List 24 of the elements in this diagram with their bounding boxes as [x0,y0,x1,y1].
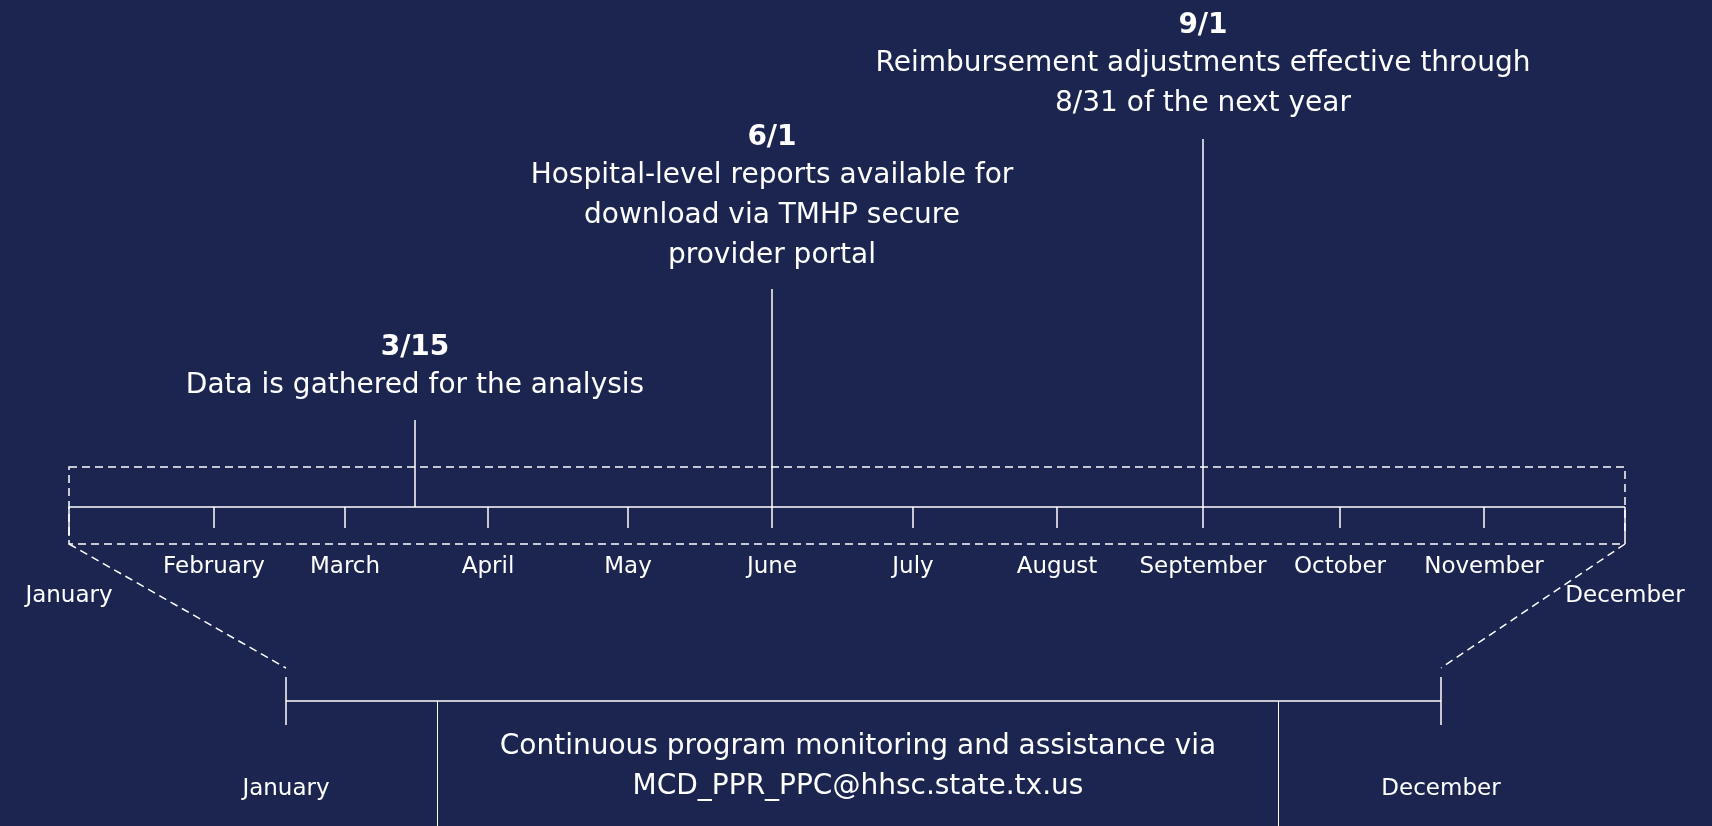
leader-line [414,419,416,508]
leader-line [1202,138,1204,508]
month-label: January [242,773,330,801]
event-description: Data is gathered for the analysis [185,366,645,402]
month-label: February [163,551,265,579]
month-label: August [1016,551,1098,579]
month-label: May [604,551,652,579]
month-label: June [746,551,798,579]
event-description: Hospital-level reports available for download via TMHP secure provider portal [529,156,1015,272]
month-label: April [461,551,515,579]
date-label: 9/1 [1178,6,1228,42]
date-label: 6/1 [747,118,797,154]
note-box: Continuous program monitoring and assistance via MCD_PPR_PPC@hhsc.state.tx.us [437,701,1279,826]
month-label: September [1139,551,1267,579]
month-label: January [25,580,113,608]
leader-line [771,288,773,508]
month-label: November [1424,551,1544,579]
month-label: July [892,551,934,579]
month-label: December [1381,773,1501,801]
month-label: December [1565,580,1685,608]
month-label: October [1294,551,1386,579]
month-label: March [309,551,381,579]
event-description: Reimbursement adjustments effective through 8/31 of the next year [874,44,1532,120]
date-label: 3/15 [380,328,450,364]
